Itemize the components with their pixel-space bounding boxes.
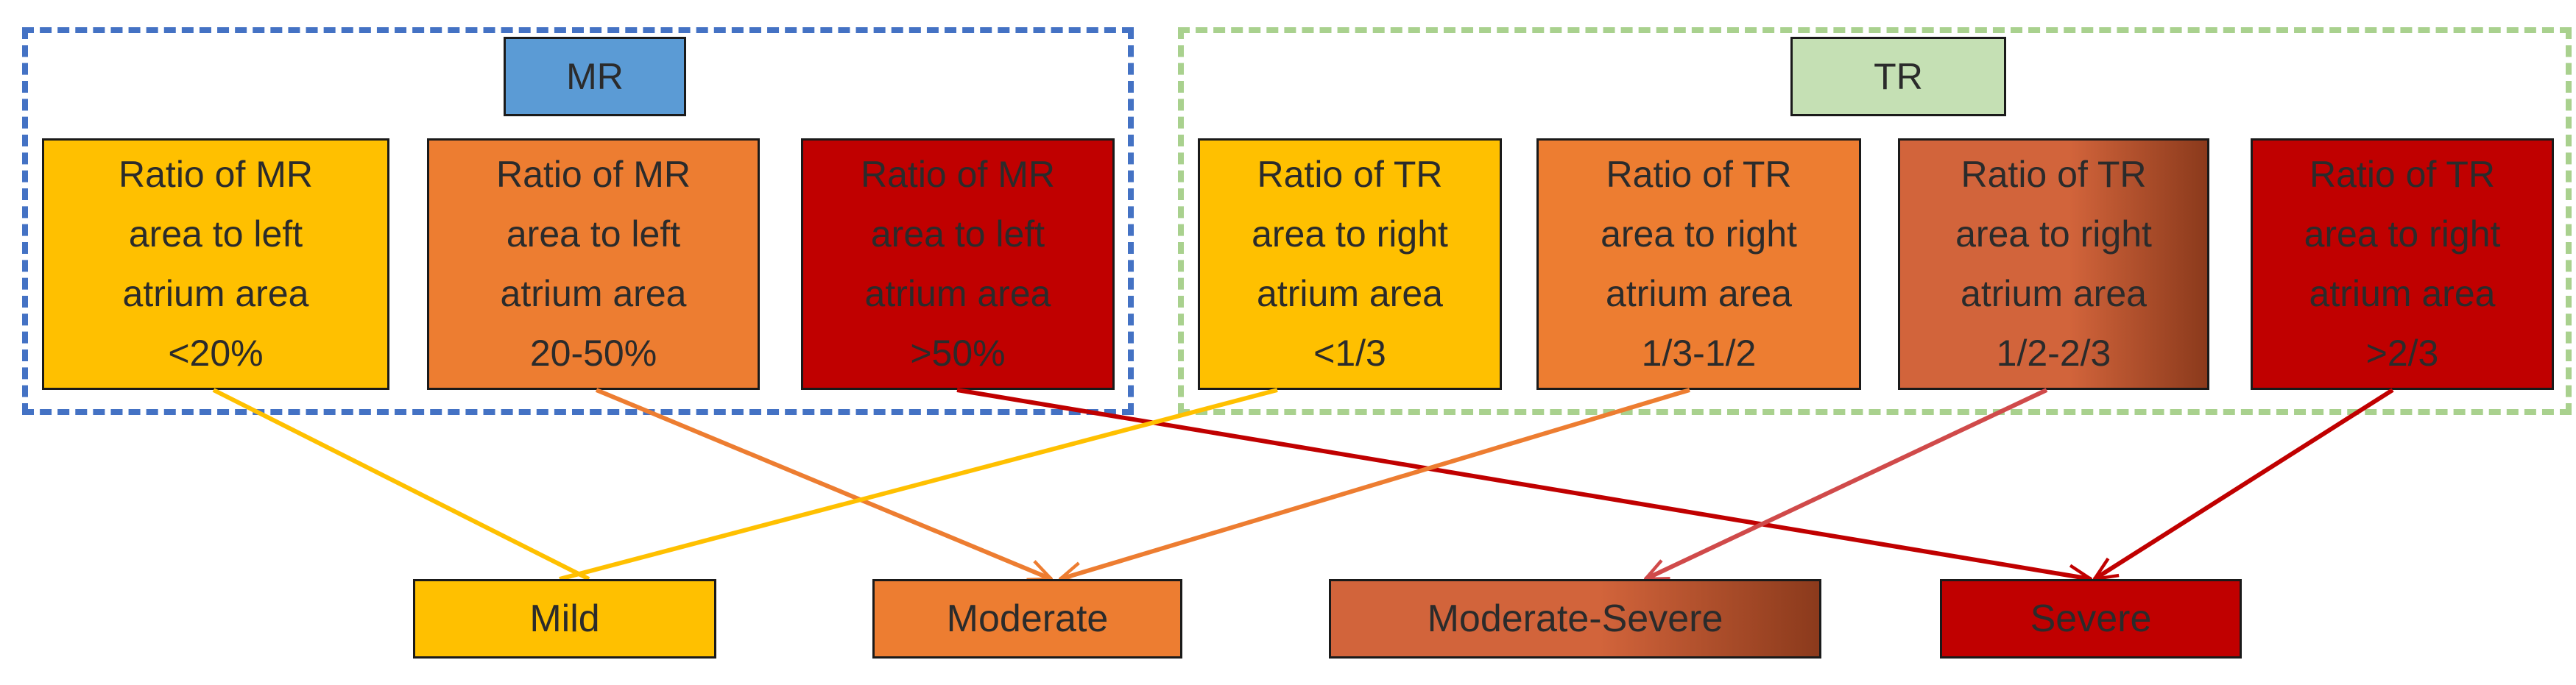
severity-moderate-severe: Moderate-Severe xyxy=(1329,579,1821,659)
arrow-mr-moderate xyxy=(595,388,1051,579)
tr-criterion-severe: Ratio of TR area to right atrium area >2… xyxy=(2251,138,2554,390)
tr-criterion-moderate-severe: Ratio of TR area to right atrium area 1/… xyxy=(1898,138,2209,390)
mr-group-frame xyxy=(22,27,1134,415)
arrow-tr-mild xyxy=(559,388,1278,581)
arrow-tr-severe xyxy=(2095,388,2394,579)
severity-severe: Severe xyxy=(1940,579,2242,659)
arrow-mr-severe xyxy=(956,388,2091,579)
mr-criterion-moderate: Ratio of MR area to left atrium area 20-… xyxy=(427,138,760,390)
tr-header: TR xyxy=(1790,37,2006,116)
arrow-tr-moderate xyxy=(1060,388,1690,579)
tr-criterion-moderate: Ratio of TR area to right atrium area 1/… xyxy=(1536,138,1861,390)
severity-moderate: Moderate xyxy=(872,579,1182,659)
severity-mild: Mild xyxy=(413,579,716,659)
tr-criterion-mild: Ratio of TR area to right atrium area <1… xyxy=(1198,138,1502,390)
mr-criterion-mild: Ratio of MR area to left atrium area <20… xyxy=(42,138,389,390)
arrow-mr-mild xyxy=(212,388,590,581)
arrow-tr-moderate-severe xyxy=(1645,388,2048,581)
tr-group-frame xyxy=(1178,27,2572,415)
mr-header: MR xyxy=(504,37,686,116)
mr-criterion-severe: Ratio of MR area to left atrium area >50… xyxy=(801,138,1115,390)
